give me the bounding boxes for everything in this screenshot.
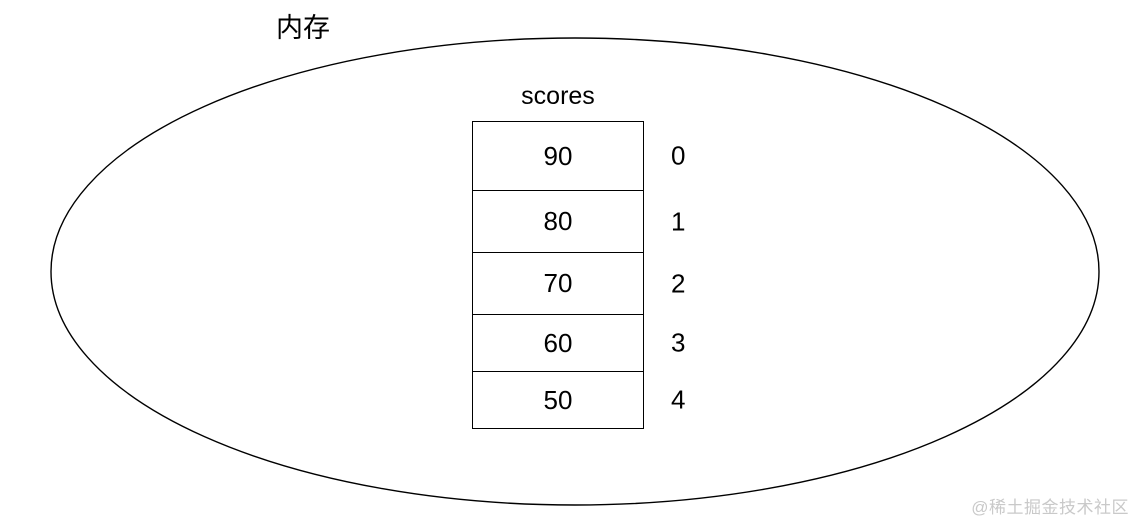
- array-cell-value: 70: [543, 268, 573, 298]
- array-index-label: 2: [671, 268, 686, 298]
- array-name-label: scores: [521, 82, 595, 110]
- array-cell: 90 0: [473, 122, 685, 191]
- array-cell-value: 80: [543, 206, 573, 236]
- watermark: @稀土掘金技术社区: [971, 498, 1129, 517]
- array-index-label: 3: [671, 327, 686, 358]
- array-cell: 70 2: [473, 253, 685, 315]
- array-table: 90 0 80 1 70 2 60 3 50 4: [472, 121, 686, 429]
- array-cell: 80 1: [473, 191, 685, 253]
- array-index-label: 0: [671, 140, 686, 171]
- array-index-label: 1: [671, 206, 686, 236]
- array-cell-value: 60: [543, 327, 573, 358]
- memory-label: 内存: [276, 13, 330, 43]
- array-cell-value: 90: [543, 140, 573, 171]
- memory-ellipse-shape: [50, 37, 1100, 506]
- array-index-label: 4: [671, 384, 686, 415]
- array-cell: 50 4: [473, 372, 686, 428]
- array-cell: 60 3: [473, 315, 685, 372]
- array-cell-value: 50: [543, 384, 573, 415]
